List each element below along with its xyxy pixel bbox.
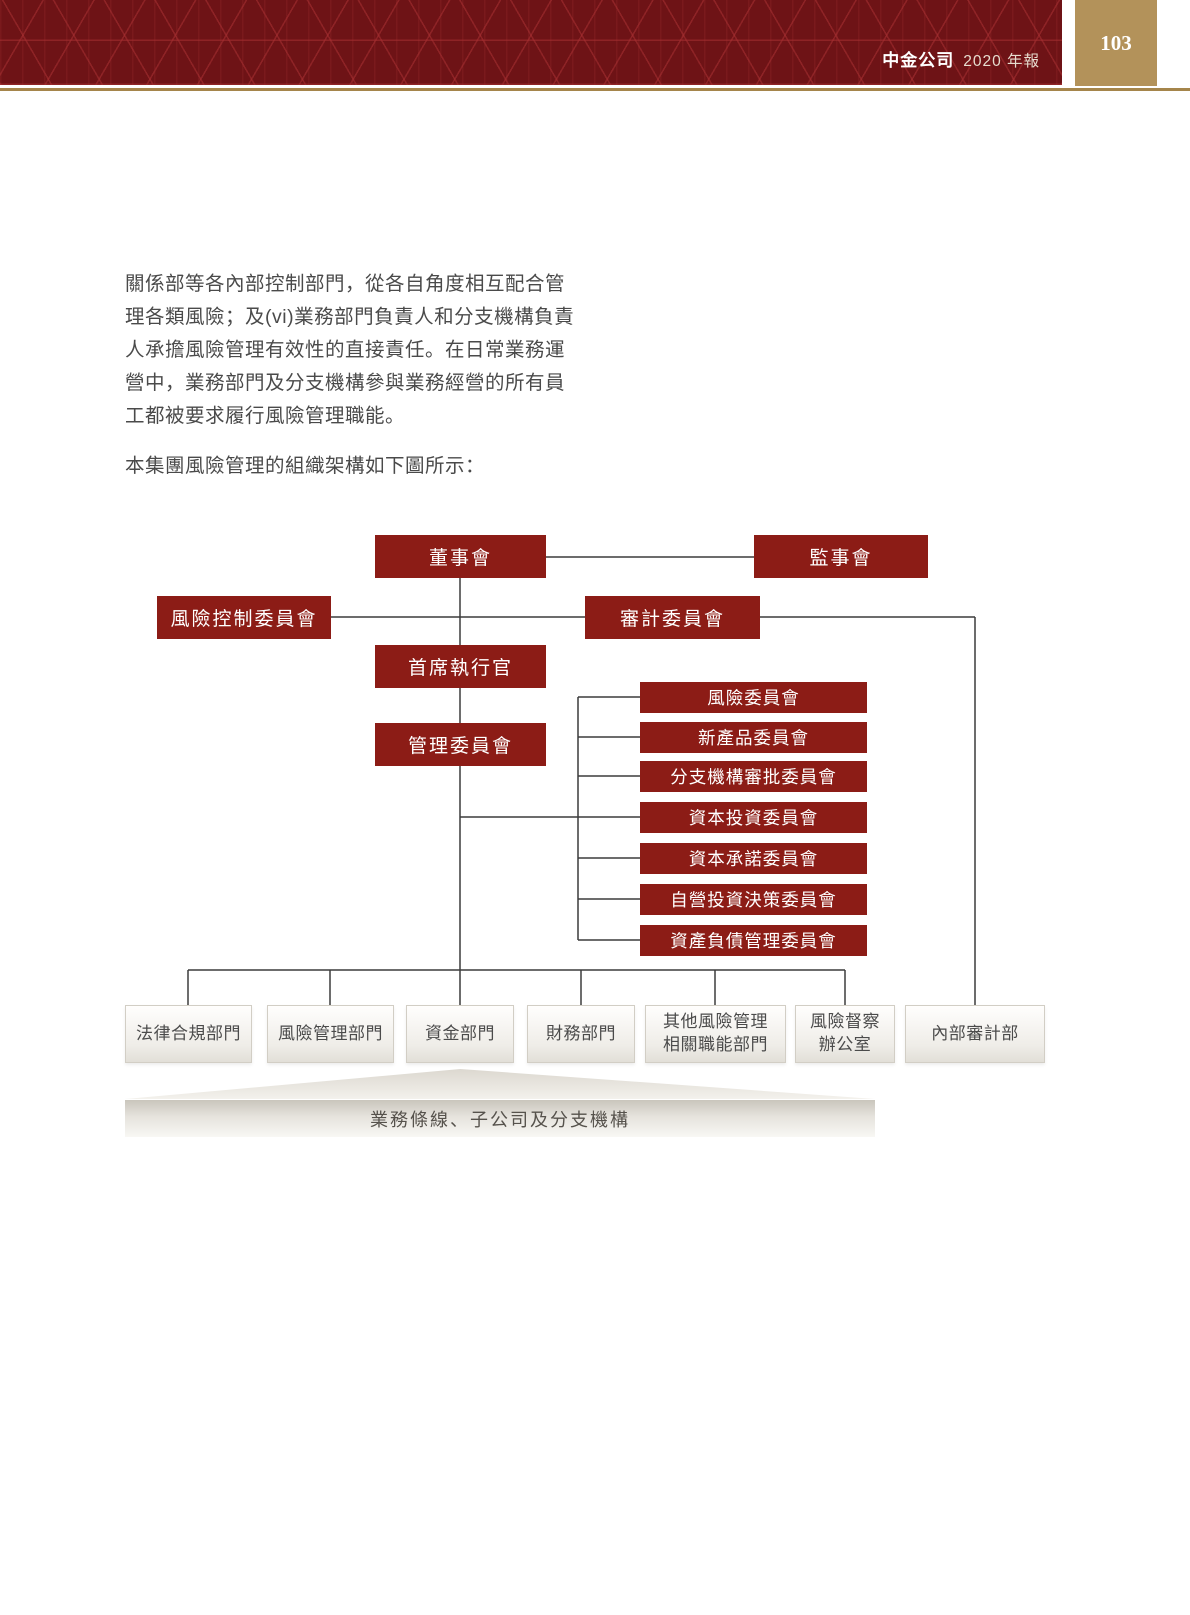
node-proprietary-investment-committee: 自營投資決策委員會 [640,884,867,915]
chart-intro-line: 本集團風險管理的組織架構如下圖所示： [125,455,486,477]
node-audit-committee: 審計委員會 [585,596,760,639]
node-capital-commitment-committee: 資本承諾委員會 [640,843,867,874]
node-risk-control-committee: 風險控制委員會 [157,596,331,639]
page-number: 103 [1100,30,1132,55]
funnel-shape [125,1069,875,1099]
header-brand: 中金公司 2020 年報 [882,46,1040,71]
header-pattern-band: 中金公司 2020 年報 [0,0,1062,85]
node-dept-other-risk-functions: 其他風險管理 相關職能部門 [645,1005,786,1063]
node-capital-investment-committee: 資本投資委員會 [640,802,867,833]
node-dept-risk-inspection-office: 風險督察 辦公室 [795,1005,895,1063]
node-dept-legal-compliance: 法律合規部門 [125,1005,252,1063]
node-board: 董事會 [375,535,546,578]
body-paragraph: 關係部等各內部控制部門，從各自角度相互配合管 理各類風險；及(vi)業務部門負責… [125,268,574,433]
node-dept-internal-audit: 內部審計部 [905,1005,1045,1063]
node-dept-finance: 財務部門 [527,1005,635,1063]
paragraph-line: 關係部等各內部控制部門，從各自角度相互配合管 [125,273,566,295]
paragraph-line: 營中，業務部門及分支機構參與業務經營的所有員 [125,372,566,394]
node-business-lines-bar: 業務條線、子公司及分支機構 [125,1100,875,1137]
node-dept-treasury: 資金部門 [406,1005,514,1063]
node-new-products-committee: 新產品委員會 [640,722,867,753]
company-name: 中金公司 [882,51,955,70]
report-edition: 2020 年報 [963,53,1040,70]
page-number-box: 103 [1075,0,1157,86]
node-supervisory-board: 監事會 [754,535,928,578]
paragraph-line: 工都被要求履行風險管理職能。 [125,405,406,427]
paragraph-line: 理各類風險；及(vi)業務部門負責人和分支機構負責 [125,306,575,328]
node-branch-approval-committee: 分支機構審批委員會 [640,761,867,792]
node-risk-committee: 風險委員會 [640,682,867,713]
node-ceo: 首席執行官 [375,645,546,688]
node-alm-committee: 資產負債管理委員會 [640,925,867,956]
node-management-committee: 管理委員會 [375,723,546,766]
paragraph-line: 人承擔風險管理有效性的直接責任。在日常業務運 [125,339,566,361]
gold-rule [0,88,1190,91]
node-dept-risk-management: 風險管理部門 [267,1005,394,1063]
